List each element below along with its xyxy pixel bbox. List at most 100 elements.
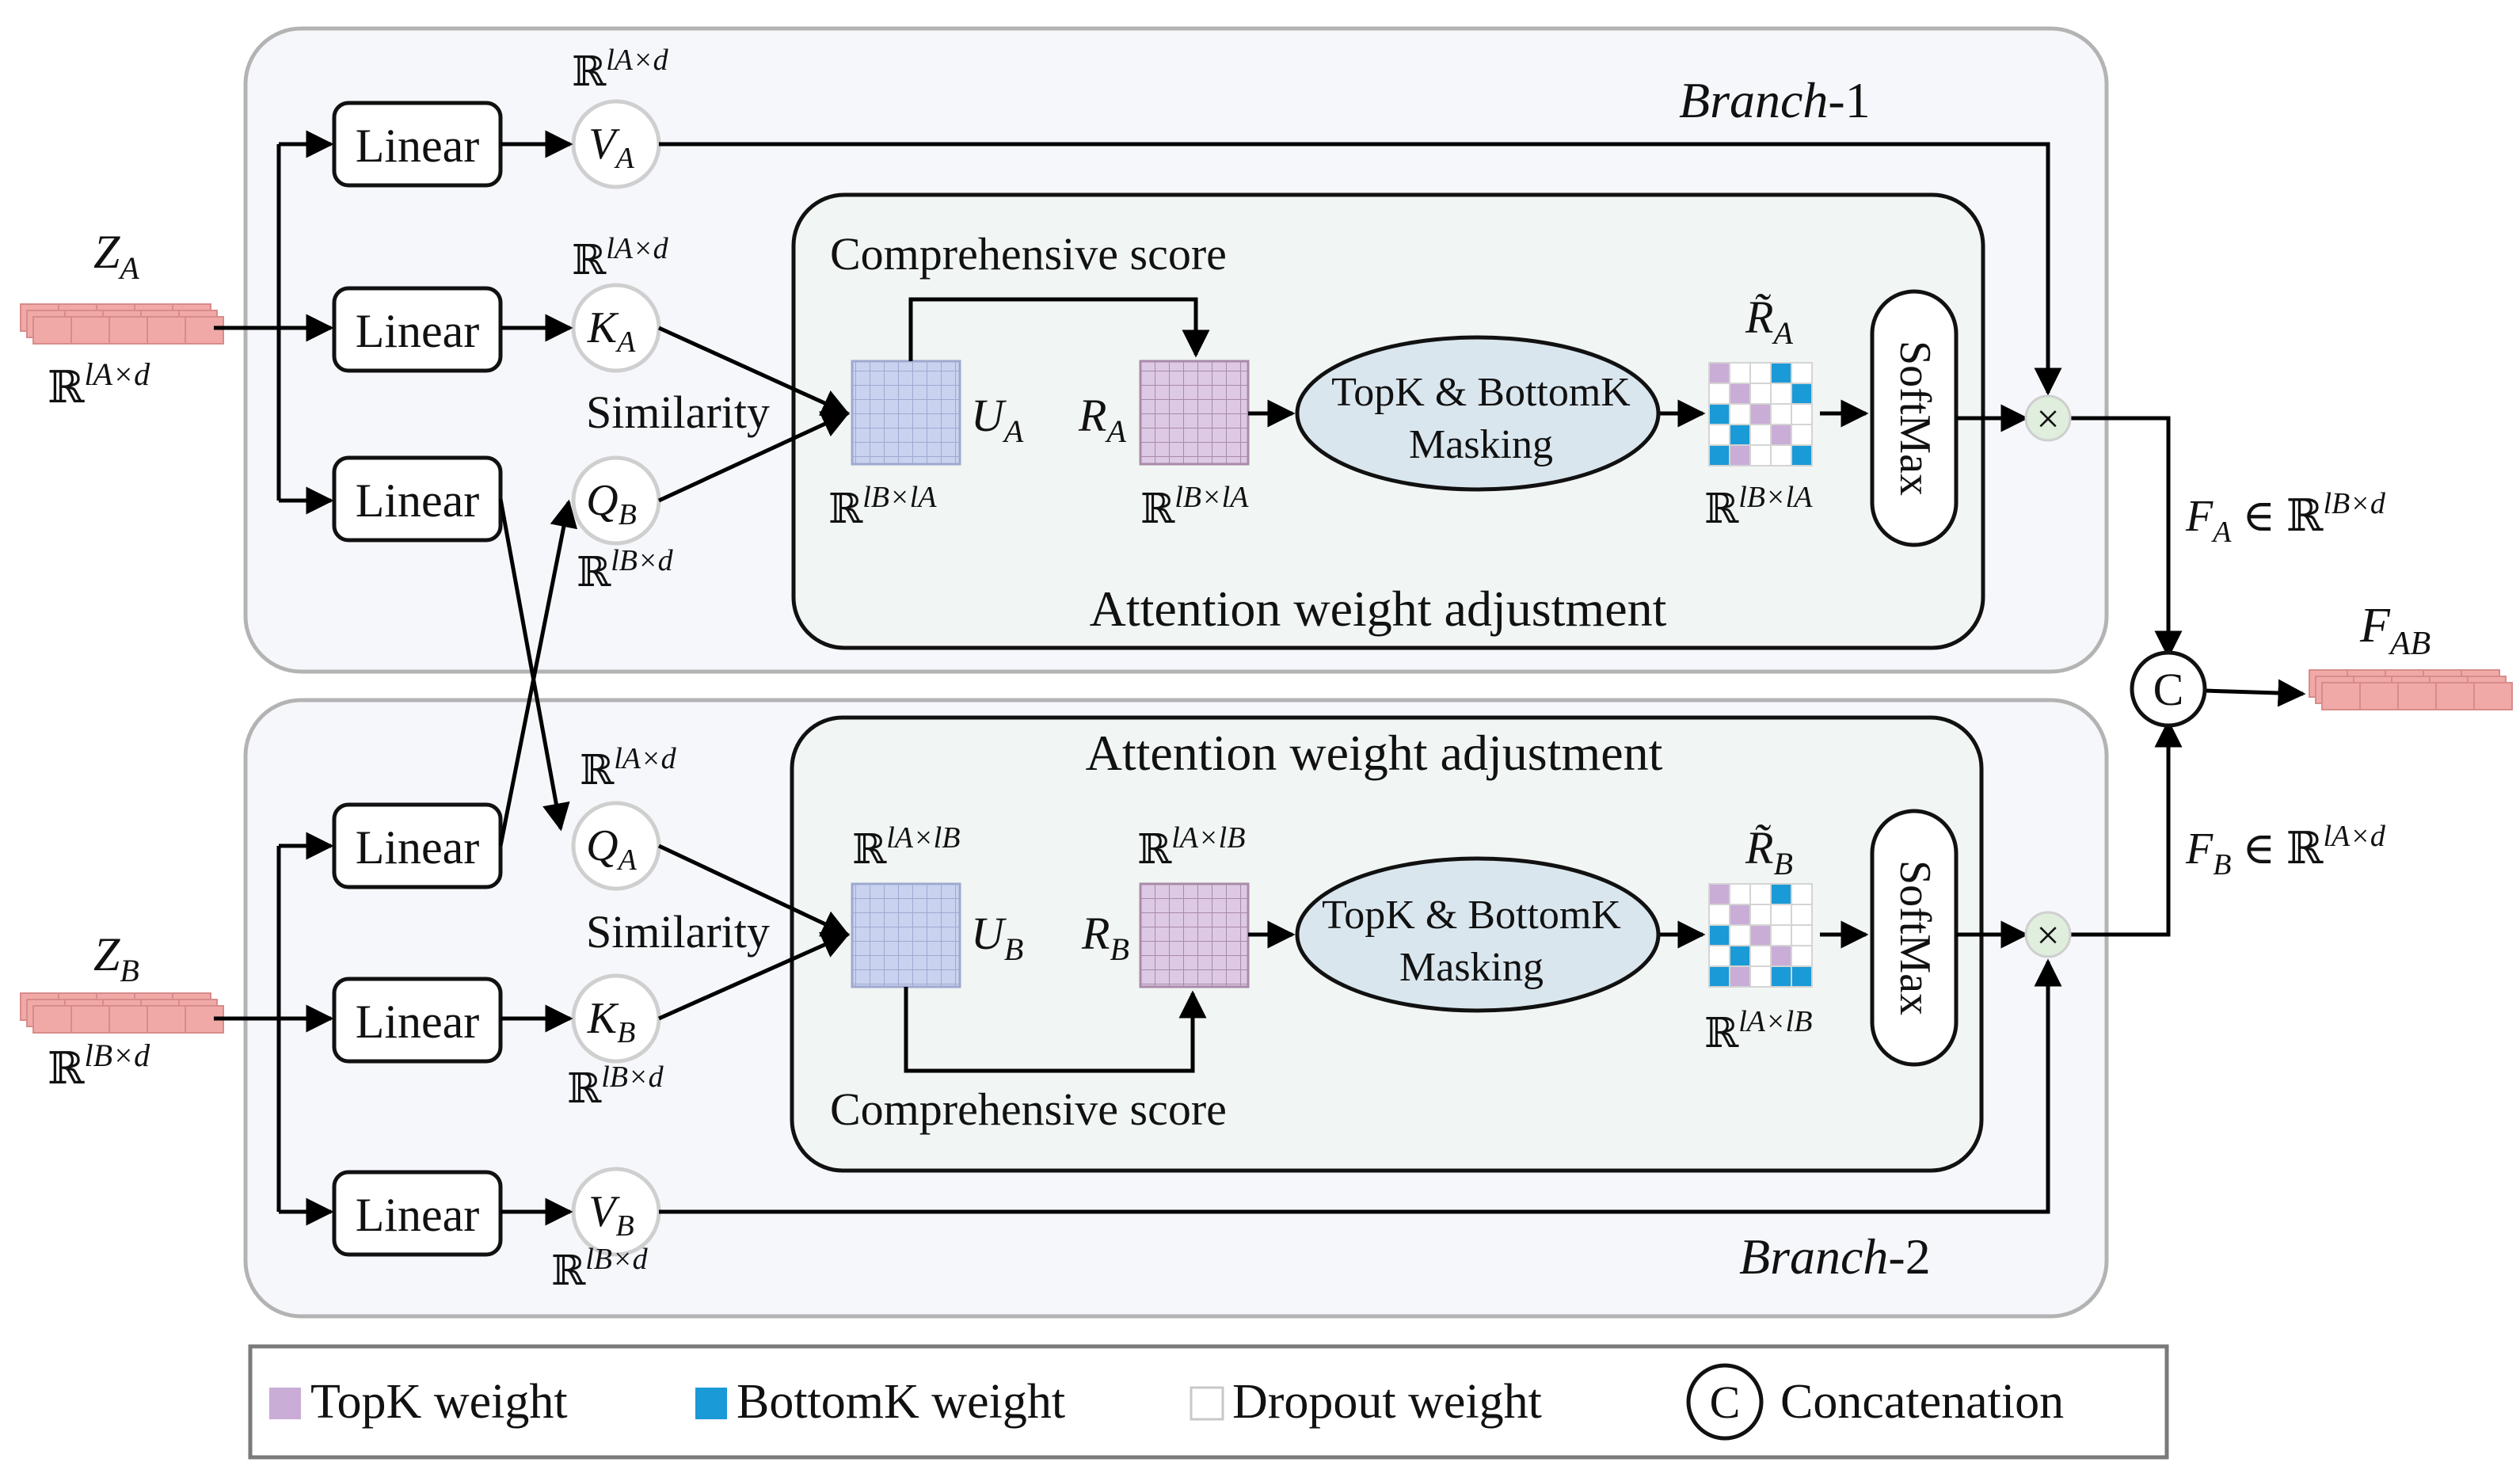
rt-dim-upper: ℝlB×lA	[1704, 481, 1813, 532]
r-dim-lower: ℝlA×lB	[1137, 821, 1245, 873]
token-cell	[147, 316, 186, 345]
fa-label: FA ∈ ℝlB×d	[2185, 487, 2386, 549]
mask-cell-dropout	[1749, 424, 1772, 446]
mask-cell-dropout	[1729, 403, 1751, 425]
legend-bottomk-swatch	[695, 1388, 727, 1419]
fb-label: FB ∈ ℝlA×d	[2185, 820, 2386, 882]
masking-ellipse-upper	[1295, 335, 1661, 492]
mask-cell-dropout	[1749, 362, 1772, 384]
legend-concat-label: Concatenation	[1780, 1375, 2064, 1429]
masked-matrix-upper	[1708, 362, 1813, 466]
mask-cell-dropout	[1708, 424, 1730, 446]
u-label-lower: UB	[971, 908, 1023, 967]
mask-cell-dropout	[1749, 883, 1772, 905]
zb-label: ZB	[93, 928, 139, 988]
concat-node-symbol: C	[2153, 664, 2184, 715]
za-token-stack	[20, 303, 224, 345]
u-label-upper: UA	[971, 390, 1024, 449]
legend-dropout-swatch	[1190, 1386, 1224, 1421]
mask-cell-bottomk	[1708, 444, 1730, 466]
rt-dim-lower: ℝlA×lB	[1704, 1005, 1812, 1057]
mask-cell-dropout	[1791, 883, 1813, 905]
softmax-to-multiply-arrows	[659, 142, 2306, 1214]
node-vb-label: VB	[588, 1187, 634, 1243]
mask-cell-dropout	[1708, 945, 1730, 967]
mask-cell-dropout	[1770, 403, 1792, 425]
linear-label: Linear	[356, 996, 480, 1048]
fab-label: FAB	[2359, 599, 2431, 662]
multiply-node-lower	[2024, 911, 2072, 958]
rt-label-lower: R̃B	[1745, 822, 1793, 882]
token-cell	[70, 1005, 110, 1034]
linear-label: Linear	[356, 120, 480, 172]
mask-cell-dropout	[1749, 904, 1772, 926]
multiply-symbol-lower: ×	[2036, 913, 2059, 958]
node-kb-dim: ℝlB×d	[567, 1060, 664, 1112]
comprehensive-score-lower: Comprehensive score	[830, 1083, 1227, 1135]
za-dim: ℝlA×d	[48, 356, 150, 413]
mask-cell-dropout	[1729, 362, 1751, 384]
node-qa-dim: ℝlA×d	[580, 742, 677, 794]
mask-cell-bottomk	[1708, 965, 1730, 988]
branch-1-label: Branch-1	[1679, 72, 1871, 128]
token-cell	[2359, 682, 2399, 710]
mask-cell-topk	[1729, 383, 1751, 405]
mask-cell-dropout	[1708, 383, 1730, 405]
node-circles	[571, 99, 661, 1257]
mask-cell-dropout	[1749, 444, 1772, 466]
multiply-node-upper	[2024, 394, 2072, 442]
masked-matrix-lower	[1708, 883, 1813, 988]
attention-title-lower: Attention weight adjustment	[1086, 725, 1663, 781]
token-cell	[185, 316, 224, 345]
node-qb-dim: ℝlB×d	[577, 544, 674, 596]
mask-cell-bottomk	[1729, 424, 1751, 446]
legend-topk-label: TopK weight	[310, 1375, 568, 1429]
token-cell	[2435, 682, 2475, 710]
token-cell	[2473, 682, 2513, 710]
mask-cell-bottomk	[1791, 383, 1813, 405]
mask-cell-dropout	[1791, 924, 1813, 946]
zb-dim: ℝlB×d	[48, 1038, 150, 1094]
mask-cell-topk	[1749, 403, 1772, 425]
legend-topk-swatch	[269, 1388, 301, 1419]
concat-node	[2130, 650, 2207, 728]
node-va-label: VA	[588, 120, 634, 175]
masking-ellipse-lower	[1295, 856, 1661, 1013]
node-qa-label: QA	[586, 821, 637, 877]
mask-cell-dropout	[1791, 403, 1813, 425]
mask-cell-topk	[1708, 362, 1730, 384]
mask-cell-dropout	[1749, 945, 1772, 967]
similarity-label-upper: Similarity	[586, 386, 770, 438]
branch-2-label: Branch-2	[1739, 1228, 1931, 1285]
r-label-upper: RA	[1078, 390, 1126, 449]
token-cell	[2321, 682, 2361, 710]
mask-cell-dropout	[1749, 965, 1772, 988]
masking-line2-upper: Masking	[1409, 422, 1553, 467]
similarity-label-lower: Similarity	[586, 906, 770, 958]
token-cell	[32, 316, 72, 345]
mask-cell-dropout	[1749, 383, 1772, 405]
r-matrix-upper	[1139, 360, 1250, 466]
mask-cell-topk	[1729, 965, 1751, 988]
mask-cell-dropout	[1729, 924, 1751, 946]
rt-label-upper: R̃A	[1745, 291, 1793, 351]
flow-arrows	[1248, 399, 1869, 949]
mask-cell-dropout	[1708, 904, 1730, 926]
token-cell	[70, 316, 110, 345]
node-ka-dim: ℝlA×d	[572, 232, 669, 284]
mask-cell-dropout	[1791, 904, 1813, 926]
linear-label: Linear	[356, 1189, 480, 1241]
input-connectors	[214, 130, 334, 1226]
token-cell	[147, 1005, 186, 1034]
u-dim-lower: ℝlA×lB	[852, 821, 960, 873]
mask-cell-dropout	[1729, 883, 1751, 905]
mask-cell-bottomk	[1770, 965, 1792, 988]
legend-dropout-label: Dropout weight	[1232, 1375, 1542, 1429]
mask-cell-bottomk	[1729, 945, 1751, 967]
mask-cell-bottomk	[1791, 444, 1813, 466]
token-cell	[108, 316, 148, 345]
masking-line1-lower: TopK & BottomK	[1322, 893, 1621, 938]
mask-cell-bottomk	[1770, 883, 1792, 905]
node-ka-label: KA	[587, 303, 636, 359]
